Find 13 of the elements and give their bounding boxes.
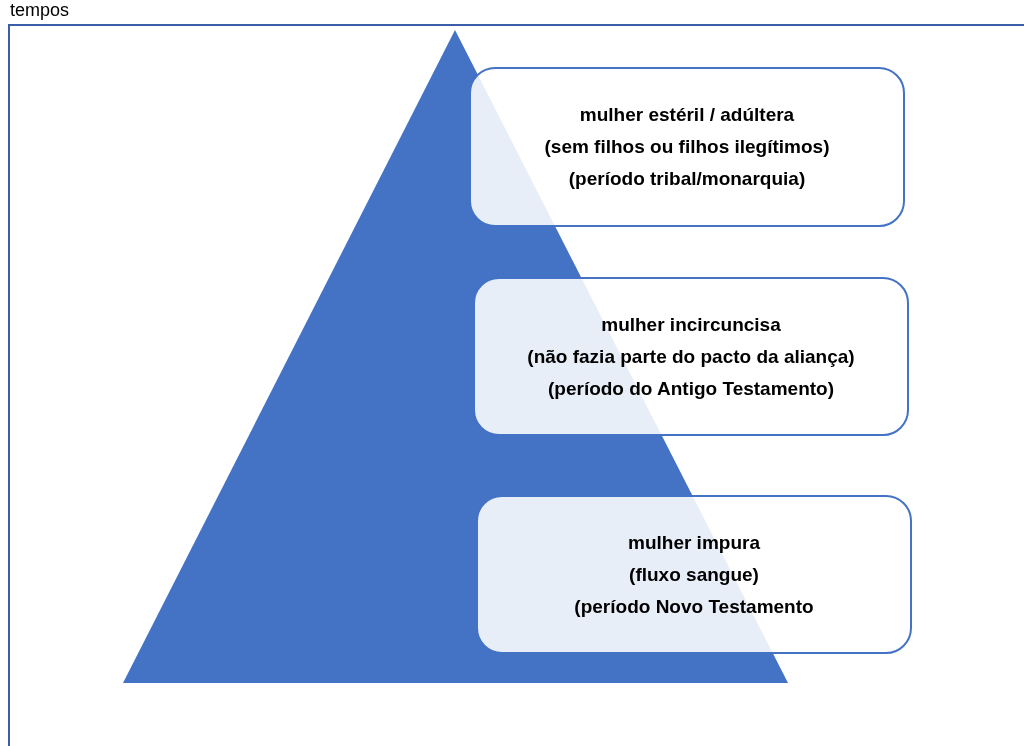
box-text: (não fazia parte do pacto da aliança) [527, 345, 855, 368]
text-box [469, 67, 905, 227]
box-heading: mulher incircuncisa [601, 313, 781, 336]
box-text: (período Novo Testamento [574, 595, 814, 618]
box-heading: mulher estéril / adúltera [579, 104, 795, 126]
box-text: (sem filhos ou filhos ilegítimos) [544, 136, 830, 158]
text-box [473, 277, 909, 436]
box-text: (período tribal/monarquia) [568, 168, 806, 190]
caption-text: tempos [10, 0, 70, 21]
text-box [476, 495, 912, 654]
box-text: (período do Antigo Testamento) [548, 377, 834, 400]
box-text: (fluxo sangue) [629, 563, 759, 586]
box-heading: mulher impura [628, 531, 760, 554]
